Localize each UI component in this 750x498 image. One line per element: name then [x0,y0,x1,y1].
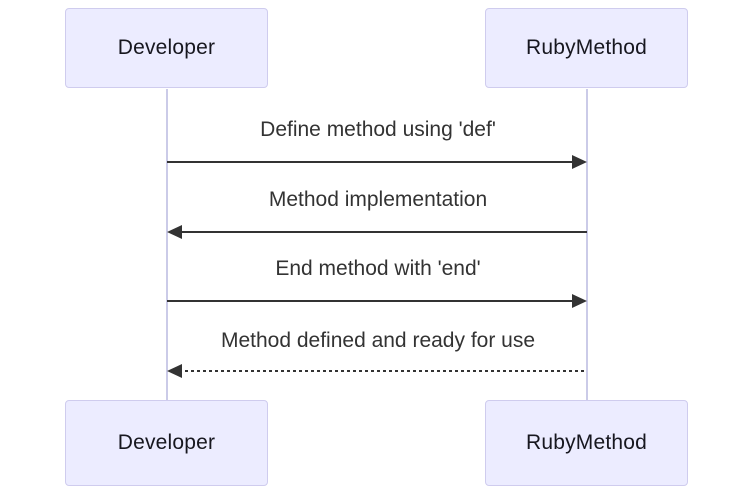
arrow-line [167,300,575,302]
arrowhead-left-icon [167,225,182,239]
arrow-line [167,161,575,163]
actor-box-developer-top: Developer [65,8,268,88]
arrow-line [179,231,587,233]
message-text-4: Method defined and ready for use [220,329,536,352]
actor-box-rubymethod-top: RubyMethod [485,8,688,88]
lifeline-rubymethod [585,89,588,400]
lifeline-developer [165,89,168,400]
arrowhead-right-icon [572,155,587,169]
message-arrow-2 [167,225,587,239]
arrowhead-left-icon [167,364,182,378]
actor-box-rubymethod-bottom: RubyMethod [485,400,688,486]
actor-label-rubymethod-top: RubyMethod [525,36,648,59]
actor-box-developer-bottom: Developer [65,400,268,486]
message-text-3: End method with 'end' [275,257,481,280]
message-text-2: Method implementation [268,188,488,211]
actor-label-developer-top: Developer [117,36,216,59]
message-arrow-4 [167,364,587,378]
message-arrow-1 [167,155,587,169]
arrowhead-right-icon [572,294,587,308]
message-text-1: Define method using 'def' [260,118,496,141]
actor-label-developer-bottom: Developer [117,431,216,454]
message-arrow-3 [167,294,587,308]
arrow-line-dotted [179,370,587,372]
actor-label-rubymethod-bottom: RubyMethod [525,431,648,454]
